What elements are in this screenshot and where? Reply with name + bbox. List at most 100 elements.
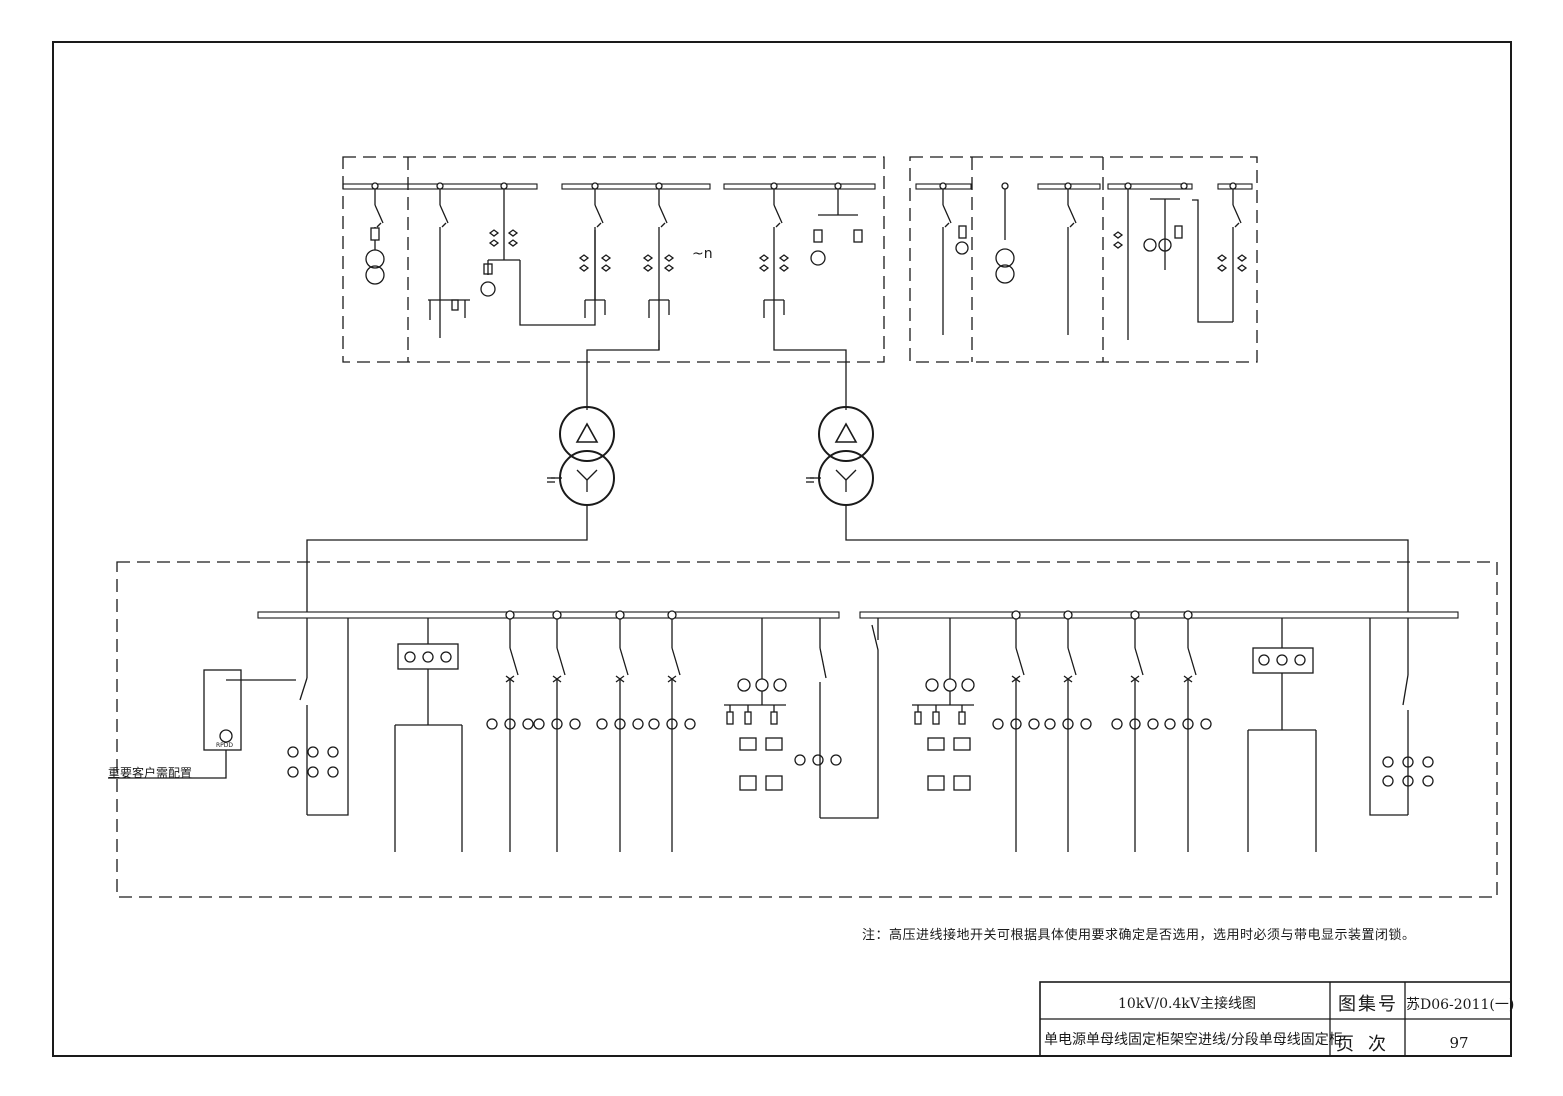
ct-icon	[1216, 264, 1228, 272]
bus-tap-node	[770, 182, 778, 190]
ct-icon	[507, 229, 519, 237]
bus-tap-node	[1130, 610, 1140, 620]
diagram-note: 注：高压进线接地开关可根据具体使用要求确定是否选用，选用时必须与带电显示装置闭锁…	[862, 928, 1416, 943]
fuse-icon	[451, 299, 459, 311]
transformer-2-secondary	[818, 450, 874, 506]
transformer-1-wye-icon	[576, 469, 588, 481]
lv-outgoing-feeder	[556, 647, 566, 676]
ct-icon	[773, 678, 787, 692]
bus-tap-node	[939, 182, 947, 190]
hv-feeder-pt	[374, 204, 384, 224]
ct-icon	[327, 766, 339, 778]
transformer-1-wye-icon	[586, 469, 598, 481]
capacitor-icon	[953, 737, 971, 751]
lv-outgoing-feeder	[1187, 647, 1197, 676]
meter-icon	[1158, 238, 1172, 252]
ct-icon	[507, 239, 519, 247]
capacitor-icon	[739, 737, 757, 751]
bus-tap-node	[1063, 610, 1073, 620]
transformer-2-primary	[818, 406, 874, 462]
ct-icon	[1422, 756, 1434, 768]
hv-busbar	[561, 183, 711, 190]
bus-tap-node	[591, 182, 599, 190]
ct-icon	[778, 264, 790, 272]
ct-icon	[504, 718, 516, 730]
hv-feeder	[944, 222, 950, 228]
ct-icon	[327, 746, 339, 758]
transformer-1-primary	[559, 406, 615, 462]
title-block-atlas-number: 苏D06-2011(一)	[1406, 997, 1515, 1013]
transformer-2-wye-icon	[845, 469, 857, 481]
ct-icon	[663, 264, 675, 272]
ct-icon	[307, 766, 319, 778]
drawing-frame	[52, 41, 1512, 1057]
hv-feeder	[1069, 222, 1075, 228]
hv-incoming-line	[441, 222, 447, 228]
lv-busbar-2	[859, 611, 1459, 619]
ct-icon	[684, 718, 696, 730]
reactor-icon	[739, 775, 757, 791]
ct-icon	[1382, 775, 1394, 787]
lv-incomer-1	[299, 677, 308, 701]
title-block-title-2: 单电源单母线固定柜架空进线/分段单母线固定柜	[1044, 1032, 1343, 1048]
ct-icon	[663, 254, 675, 262]
ct-icon	[1112, 241, 1124, 249]
meter-icon	[480, 281, 496, 297]
ct-icon	[533, 718, 545, 730]
ct-icon	[596, 718, 608, 730]
ct-icon	[1216, 254, 1228, 262]
fuse-icon	[744, 711, 752, 725]
ct-icon	[551, 718, 563, 730]
repeat-count-label: ~n	[692, 246, 713, 262]
ct-icon	[578, 264, 590, 272]
fuse-icon	[726, 711, 734, 725]
bus-tie	[820, 624, 879, 819]
bus-tap-node	[1183, 610, 1193, 620]
important-customer-leader	[108, 750, 227, 779]
ct-icon	[422, 651, 434, 663]
fuse-icon	[853, 229, 863, 243]
fuse-icon	[1174, 225, 1183, 239]
ct-icon	[812, 754, 824, 766]
ct-icon	[830, 754, 842, 766]
hv-breaker-feeder	[660, 222, 666, 228]
ct-icon	[1028, 718, 1040, 730]
ct-icon	[1112, 231, 1124, 239]
ct-icon	[307, 746, 319, 758]
ct-icon	[943, 678, 957, 692]
ct-icon	[1402, 756, 1414, 768]
ct-icon	[600, 264, 612, 272]
ct-icon	[1147, 718, 1159, 730]
rpdd-label: RPDD	[216, 742, 234, 749]
ct-icon	[1164, 718, 1176, 730]
ct-icon	[1044, 718, 1056, 730]
bus-tap-node	[1064, 182, 1072, 190]
ct-icon	[486, 718, 498, 730]
ct-icon	[758, 254, 770, 262]
lv-outgoing-feeder	[1134, 647, 1144, 676]
lv-switchboard-outline	[116, 561, 1498, 898]
bus-tie	[819, 647, 827, 679]
ct-icon	[488, 239, 500, 247]
ct-icon	[1422, 775, 1434, 787]
transformer-wye-icon	[995, 264, 1015, 284]
bus-tap-node	[1124, 182, 1132, 190]
lv-incomer-2	[1402, 674, 1409, 706]
hv-busbar	[723, 183, 876, 190]
meter-icon	[810, 250, 826, 266]
ct-icon	[1258, 654, 1270, 666]
ct-icon	[1129, 718, 1141, 730]
lv-outgoing-feeder	[1015, 647, 1025, 676]
bus-tap-node	[500, 182, 508, 190]
ct-icon	[737, 678, 751, 692]
lv-outgoing-feeder	[619, 647, 629, 676]
hv-breaker-feeder	[773, 204, 783, 224]
hv-feeder	[1234, 222, 1240, 228]
ct-icon	[1236, 254, 1248, 262]
fuse-icon	[958, 225, 967, 239]
bus-tap-node	[834, 182, 842, 190]
bus-tap-node	[655, 182, 663, 190]
ct-icon	[578, 254, 590, 262]
bus-tap-node	[615, 610, 625, 620]
bus-tap-node	[1229, 182, 1237, 190]
